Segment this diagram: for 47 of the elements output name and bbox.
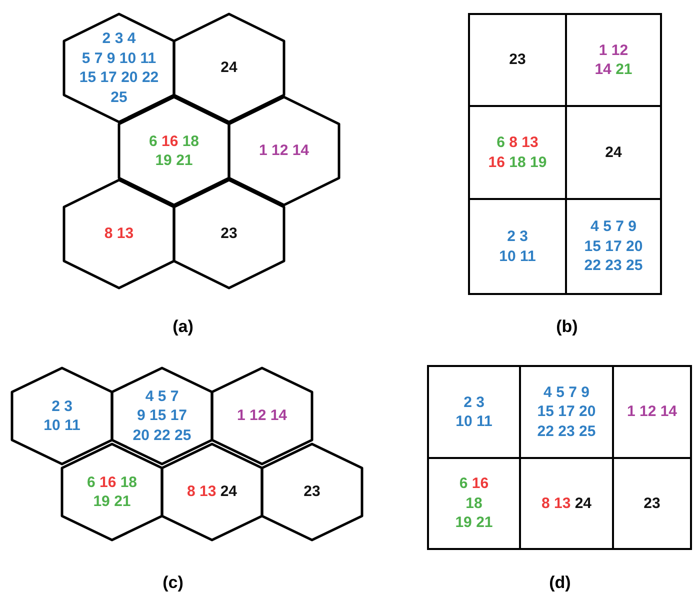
hexagon-cell [112,368,212,464]
number-list: 24 [220,58,238,78]
panel-label: (c) [162,572,184,593]
panel-label: (a) [172,316,194,338]
number-list: 8 13 24 [186,482,238,502]
hexagon-cell [174,14,284,122]
hexagon-cell [212,368,312,464]
number-list: 6 16 18 19 21 [455,474,493,533]
grid-cell [612,365,692,459]
hexagon-cell [174,180,284,288]
hexagon-cell [262,444,362,540]
hexagon-cell [12,368,112,464]
hexagon-cell [62,444,162,540]
number-list: 6 16 18 19 21 [86,472,138,512]
panel-label: (d) [549,572,571,593]
number-list: 2 3 4 5 7 9 10 11 15 17 20 22 25 [79,29,159,107]
number-list: 23 [304,482,320,502]
number-list: 4 5 7 9 15 17 20 22 25 [132,386,192,446]
hexagon-cell [162,444,262,540]
number-list: 6 8 13 16 18 19 [488,133,547,172]
number-list: 23 [509,50,526,70]
number-list: 1 12 14 [236,406,288,426]
grid-cell [427,365,521,459]
hexagon-cell [64,14,174,122]
grid-cell [565,13,662,107]
number-list: 8 13 [104,224,134,244]
number-list: 1 12 14 21 [594,40,632,80]
number-list: 8 13 24 [541,494,592,514]
number-list: 2 3 10 11 [456,392,492,432]
number-list: 23 [644,494,660,514]
grid-cell [612,457,692,550]
grid-cell [565,198,662,295]
hexagon-cell [64,180,174,288]
hexagon-cell [229,97,339,205]
panel-label: (b) [556,316,578,338]
number-list: 24 [605,142,622,162]
grid-cell [427,457,521,550]
number-list: 4 5 7 9 15 17 20 22 23 25 [537,382,596,442]
number-list: 4 5 7 9 15 17 20 22 23 25 [584,217,643,276]
number-list: 6 16 18 19 21 [148,132,200,170]
grid-cell [468,198,567,295]
number-list: 2 3 10 11 [44,396,80,436]
number-list: 1 12 14 [626,402,678,422]
number-list: 1 12 14 [258,141,310,161]
number-list: 2 3 10 11 [499,227,536,266]
number-list: 23 [220,224,238,244]
grid-cell [468,13,567,107]
